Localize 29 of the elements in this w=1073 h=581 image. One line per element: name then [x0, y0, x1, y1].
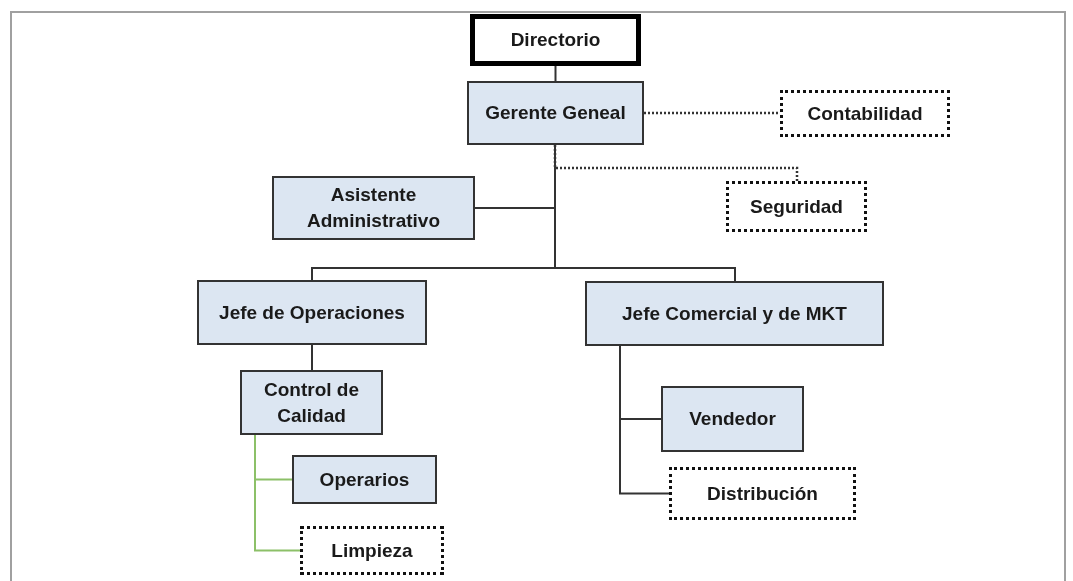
- position-title: Vendedor: [688, 407, 777, 432]
- connector-line: [554, 144, 736, 282]
- position-title: Operarios: [318, 467, 411, 492]
- position-box: [197, 280, 427, 345]
- position-title: Directorio: [509, 28, 602, 53]
- connector-line: [311, 344, 313, 371]
- position-box: [272, 176, 475, 240]
- dotted-position-box: [669, 467, 856, 520]
- connector-line: [554, 65, 557, 82]
- position-title: Gerente Geneal: [484, 101, 627, 126]
- dotted-position-box: [726, 181, 867, 232]
- board-box: [470, 14, 641, 66]
- position-title: Jefe Comercial y de MKT: [621, 301, 848, 326]
- position-box: [467, 81, 644, 145]
- position-title: Control de Calidad: [263, 377, 360, 428]
- position-title: Asistente Administrativo: [306, 183, 441, 233]
- position-title: Seguridad: [749, 194, 844, 219]
- dotted-position-box: [300, 526, 444, 575]
- dotted-position-box: [780, 90, 950, 137]
- position-box: [661, 386, 804, 452]
- position-box: [585, 281, 884, 346]
- position-box: [292, 455, 437, 504]
- connector-line: [619, 345, 670, 495]
- connector-line: [254, 434, 301, 552]
- position-title: Jefe de Operaciones: [218, 300, 406, 325]
- position-box: [240, 370, 383, 435]
- position-title: Limpieza: [330, 538, 414, 563]
- position-title: Distribución: [706, 481, 819, 506]
- position-title: Contabilidad: [806, 101, 924, 126]
